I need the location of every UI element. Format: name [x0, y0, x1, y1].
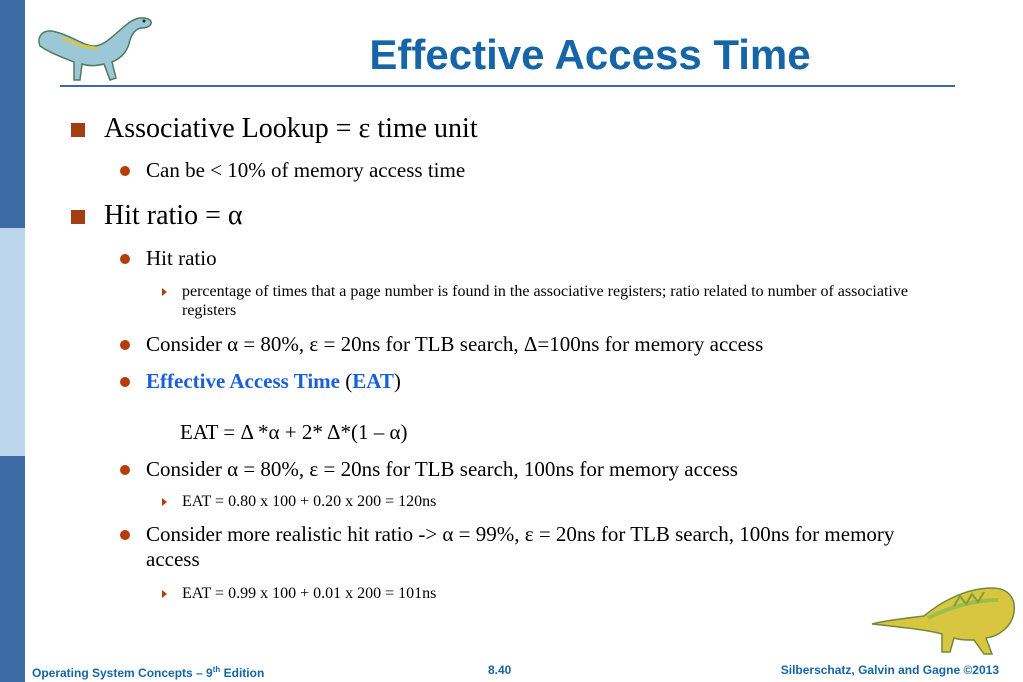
highlight-term: Effective Access Time: [146, 369, 340, 393]
bullet-text: Hit ratio: [146, 246, 217, 270]
footer-slide-number: 8.40: [488, 663, 512, 677]
bullet-hit-ratio: Hit ratio = α: [71, 200, 243, 232]
circle-bullet-icon: [120, 340, 130, 350]
footer-copyright: Silberschatz, Galvin and Gagne ©2013: [780, 663, 999, 677]
highlight-abbr: EAT: [352, 369, 394, 393]
paren-open: (: [340, 369, 353, 393]
left-sidebar-bar: [0, 0, 25, 682]
bullet-text: Consider more realistic hit ratio -> α =…: [146, 522, 895, 571]
title-underline: [60, 85, 955, 87]
circle-bullet-icon: [120, 465, 130, 475]
bullet-text: EAT = 0.80 x 100 + 0.20 x 200 = 120ns: [182, 493, 437, 510]
square-bullet-icon: [71, 123, 85, 137]
circle-bullet-icon: [120, 377, 130, 387]
sub-bullet-hit-ratio: Hit ratio: [120, 246, 966, 271]
footer-edition-text: Edition: [220, 666, 265, 680]
bullet-text: EAT = 0.99 x 100 + 0.01 x 200 = 101ns: [182, 585, 437, 602]
circle-bullet-icon: [120, 254, 130, 264]
sub-bullet-consider-80-100ns: Consider α = 80%, ε = 20ns for TLB searc…: [120, 457, 966, 482]
sidebar-segment-middle: [0, 228, 25, 456]
eat-formula: EAT = Δ *α + 2* Δ*(1 – α): [180, 420, 408, 444]
footer-book-title-text: Operating System Concepts – 9: [32, 666, 213, 680]
bullet-text: Can be < 10% of memory access time: [146, 158, 466, 182]
bullet-text: Hit ratio = α: [104, 200, 243, 231]
triangle-bullet-icon: [162, 590, 167, 598]
sub-sub-bullet-eat-101: EAT = 0.99 x 100 + 0.01 x 200 = 101ns: [162, 584, 942, 603]
bullet-text: Consider α = 80%, ε = 20ns for TLB searc…: [146, 332, 764, 356]
circle-bullet-icon: [120, 166, 130, 176]
bullet-text: percentage of times that a page number i…: [182, 283, 908, 319]
slide-title: Effective Access Time: [369, 31, 811, 78]
sub-bullet-consider-80: Consider α = 80%, ε = 20ns for TLB searc…: [120, 332, 966, 357]
footer-superscript: th: [212, 665, 221, 674]
bullet-associative-lookup: Associative Lookup = ε time unit: [71, 113, 478, 145]
dinosaur-logo-top-icon: [38, 17, 153, 81]
sidebar-segment-bottom: [0, 456, 25, 682]
circle-bullet-icon: [120, 530, 130, 540]
dinosaur-logo-bottom-icon: [871, 587, 1016, 655]
bullet-text: Consider α = 80%, ε = 20ns for TLB searc…: [146, 457, 738, 481]
sub-sub-bullet-eat-120: EAT = 0.80 x 100 + 0.20 x 200 = 120ns: [162, 492, 942, 511]
sub-sub-bullet-percentage: percentage of times that a page number i…: [162, 282, 942, 320]
bullet-text: Associative Lookup = ε time unit: [104, 113, 478, 144]
square-bullet-icon: [71, 210, 85, 224]
sub-bullet-memory-time: Can be < 10% of memory access time: [120, 158, 966, 183]
footer-book-title: Operating System Concepts – 9th Edition: [32, 662, 264, 681]
sub-bullet-effective-access-time: Effective Access Time (EAT): [120, 369, 966, 394]
paren-close: ): [393, 369, 401, 393]
triangle-bullet-icon: [162, 288, 167, 296]
triangle-bullet-icon: [162, 498, 167, 506]
sidebar-segment-top: [0, 0, 25, 228]
sub-bullet-realistic-hit-ratio: Consider more realistic hit ratio -> α =…: [120, 522, 946, 572]
